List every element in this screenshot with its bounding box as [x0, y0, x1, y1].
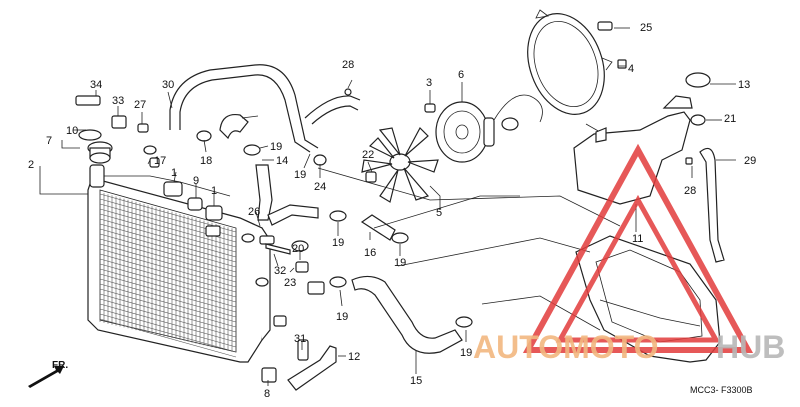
part-number-labels: 1 1 2 3 4 5 6 7 8 9 10 11 12 13 14 15 16… [28, 22, 756, 400]
fan-shroud [527, 9, 613, 137]
radiator-fin [99, 318, 237, 358]
watermark-text-auto: AUTOMOTO [473, 329, 658, 365]
radiator-fin [99, 273, 237, 313]
part-number: 16 [364, 247, 376, 259]
part-number: 28 [684, 185, 696, 197]
small-parts [75, 95, 325, 383]
clamps [143, 130, 473, 328]
radiator-fin [99, 313, 237, 353]
radiator [87, 164, 271, 363]
part-number: 8 [264, 388, 270, 400]
part-number: 9 [193, 175, 199, 187]
radiator-fin [99, 278, 237, 318]
part-number: 15 [410, 375, 422, 387]
radiator-fin [99, 268, 237, 308]
part-number: 20 [292, 243, 304, 255]
watermark-text-hub: HUB [716, 329, 785, 365]
part-number: 11 [632, 233, 643, 245]
part-number: 25 [640, 22, 652, 34]
radiator-fin [99, 243, 237, 283]
front-label: FR. [52, 360, 68, 371]
part-number: 19 [270, 141, 282, 153]
front-arrow: FR. [28, 360, 68, 388]
part-number: 19 [394, 257, 406, 269]
part-number: 19 [294, 169, 306, 181]
radiator-fin [99, 223, 237, 263]
part-number: 29 [744, 155, 756, 167]
part-number: 18 [200, 155, 212, 167]
part-number: 19 [332, 237, 344, 249]
part-number: 30 [162, 79, 174, 91]
part-number: 28 [342, 59, 354, 71]
part-number: 12 [348, 351, 360, 363]
watermark-logo [522, 143, 754, 353]
part-number: 1 [211, 185, 217, 197]
part-number: 22 [362, 149, 374, 161]
part-number: 32 [274, 265, 286, 277]
radiator-fin [99, 253, 237, 293]
part-number: 21 [724, 113, 736, 125]
radiator-fin [99, 308, 237, 348]
radiator-fin [99, 248, 237, 288]
part-number: 4 [628, 63, 634, 75]
part-number: 5 [436, 207, 442, 219]
radiator-fin [99, 208, 237, 248]
radiator-fin [99, 298, 237, 338]
part-number: 24 [314, 181, 326, 193]
part-number: 26 [248, 206, 260, 218]
radiator-fin [99, 213, 237, 253]
radiator-fin [99, 288, 237, 328]
fan-motor [435, 94, 543, 163]
part-number: 19 [336, 311, 348, 323]
radiator-fin [99, 263, 237, 303]
leader-lines [39, 27, 736, 386]
part-number: 7 [46, 135, 52, 147]
hoses [169, 64, 725, 354]
part-number: 2 [28, 159, 34, 171]
radiator-fin [99, 228, 237, 268]
radiator-fin [99, 238, 237, 278]
radiator-fin [99, 293, 237, 333]
bracket [287, 345, 337, 391]
part-number: 27 [134, 99, 146, 111]
part-number: 17 [154, 155, 166, 167]
radiator-fin [99, 283, 237, 323]
part-number: 31 [294, 333, 306, 345]
part-number: 14 [276, 155, 288, 167]
radiator-fin [99, 303, 237, 343]
part-number: 10 [66, 125, 78, 137]
radiator-cap [87, 141, 113, 164]
part-number: 3 [426, 77, 432, 89]
part-number: 34 [90, 79, 102, 91]
part-number: 6 [458, 69, 464, 81]
diagram-code: MCC3- F3300B [690, 385, 753, 395]
part-number: 23 [284, 277, 296, 289]
fan [361, 127, 439, 203]
part-number: 13 [738, 79, 750, 91]
radiator-fin [99, 233, 237, 273]
part-number: 1 [171, 167, 177, 179]
part-number: 33 [112, 95, 124, 107]
radiator-fin [99, 258, 237, 298]
part-number: 19 [460, 347, 472, 359]
radiator-fin [99, 218, 237, 258]
